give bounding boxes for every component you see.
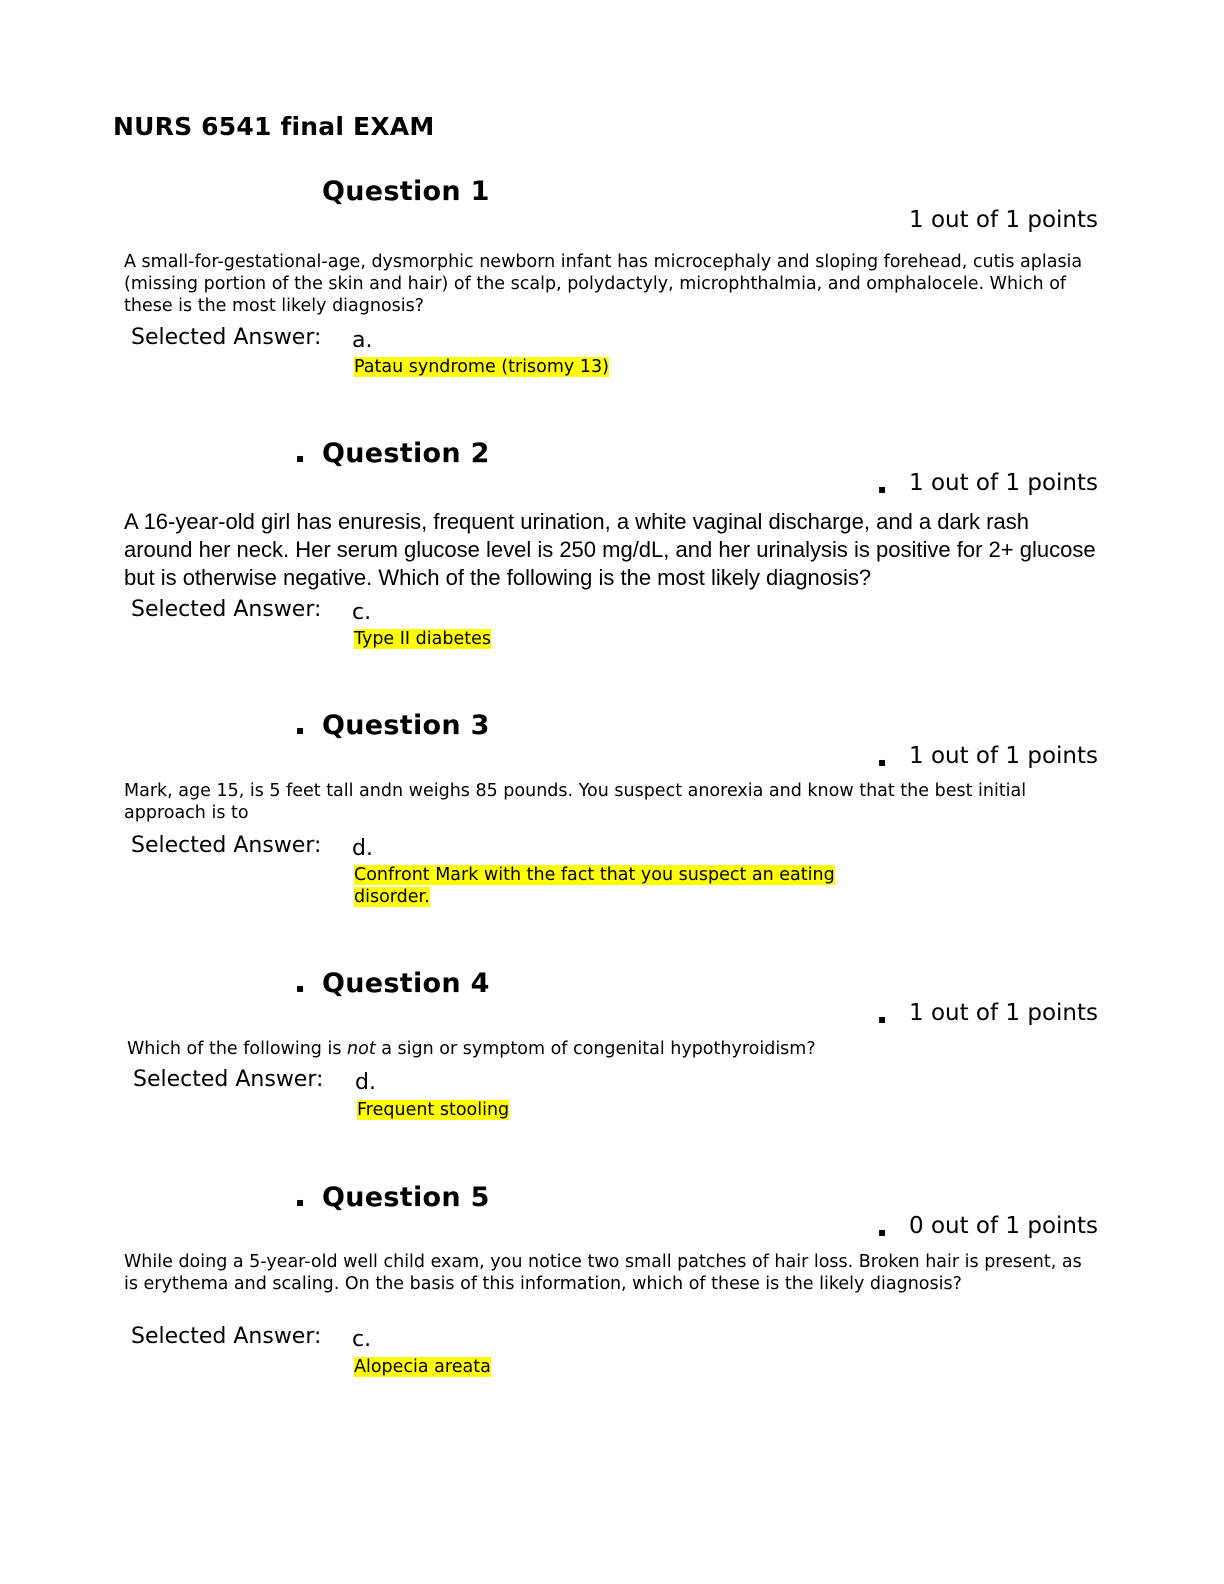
score: 1 out of 1 points bbox=[909, 207, 1098, 233]
selected-answer-label: Selected Answer: bbox=[131, 325, 322, 350]
answer-letter: c. bbox=[352, 1327, 372, 1352]
bullet-icon: ▪ bbox=[878, 1225, 887, 1239]
answer-letter: c. bbox=[352, 600, 372, 625]
bullet-icon: ▪ bbox=[296, 723, 305, 737]
question-text: A 16-year-old girl has enuresis, frequen… bbox=[124, 509, 1096, 590]
score: 1 out of 1 points bbox=[909, 470, 1098, 496]
answer-highlight: Type II diabetes bbox=[354, 629, 491, 649]
selected-answer: Type II diabetes bbox=[354, 628, 491, 650]
selected-answer-label: Selected Answer: bbox=[133, 1067, 324, 1092]
bullet-icon: ▪ bbox=[878, 755, 887, 769]
selected-answer: Frequent stooling bbox=[357, 1099, 510, 1121]
answer-letter: a. bbox=[352, 328, 373, 353]
selected-answer-label: Selected Answer: bbox=[131, 597, 322, 622]
question-text: A small-for-gestational-age, dysmorphic … bbox=[124, 252, 1083, 316]
answer-letter: d. bbox=[355, 1070, 376, 1095]
answer-highlight: Alopecia areata bbox=[354, 1357, 491, 1377]
question-text-part: Which of the following is bbox=[127, 1039, 348, 1059]
selected-answer-label: Selected Answer: bbox=[131, 1324, 322, 1349]
bullet-icon: ▪ bbox=[296, 981, 305, 995]
question-heading: Question 5 bbox=[322, 1182, 490, 1213]
score: 1 out of 1 points bbox=[909, 1000, 1098, 1026]
bullet-icon: ▪ bbox=[878, 1012, 887, 1026]
question-text: Mark, age 15, is 5 feet tall andn weighs… bbox=[124, 781, 1027, 823]
exam-title: NURS 6541 final EXAM bbox=[113, 112, 435, 141]
score: 0 out of 1 points bbox=[909, 1213, 1098, 1239]
question-text: Which of the following is not a sign or … bbox=[127, 1038, 1087, 1060]
answer-letter: d. bbox=[352, 836, 373, 861]
question-text-emphasis: not bbox=[347, 1039, 376, 1059]
question-heading: Question 1 bbox=[322, 176, 490, 207]
question-heading: Question 3 bbox=[322, 710, 490, 741]
bullet-icon: ▪ bbox=[296, 451, 305, 465]
answer-highlight: Confront Mark with the fact that you sus… bbox=[354, 865, 835, 907]
selected-answer-label: Selected Answer: bbox=[131, 833, 322, 858]
bullet-icon: ▪ bbox=[296, 1195, 305, 1209]
question-heading: Question 2 bbox=[322, 438, 490, 469]
score: 1 out of 1 points bbox=[909, 743, 1098, 769]
question-text: While doing a 5-year-old well child exam… bbox=[124, 1252, 1082, 1294]
question-heading: Question 4 bbox=[322, 968, 490, 999]
answer-highlight: Patau syndrome (trisomy 13) bbox=[354, 357, 609, 377]
answer-highlight: Frequent stooling bbox=[357, 1100, 510, 1120]
selected-answer: Alopecia areata bbox=[354, 1356, 491, 1378]
selected-answer: Patau syndrome (trisomy 13) bbox=[354, 356, 609, 378]
bullet-icon: ▪ bbox=[878, 482, 887, 496]
question-text-part: a sign or symptom of congenital hypothyr… bbox=[375, 1039, 816, 1059]
selected-answer: Confront Mark with the fact that you sus… bbox=[354, 864, 894, 908]
